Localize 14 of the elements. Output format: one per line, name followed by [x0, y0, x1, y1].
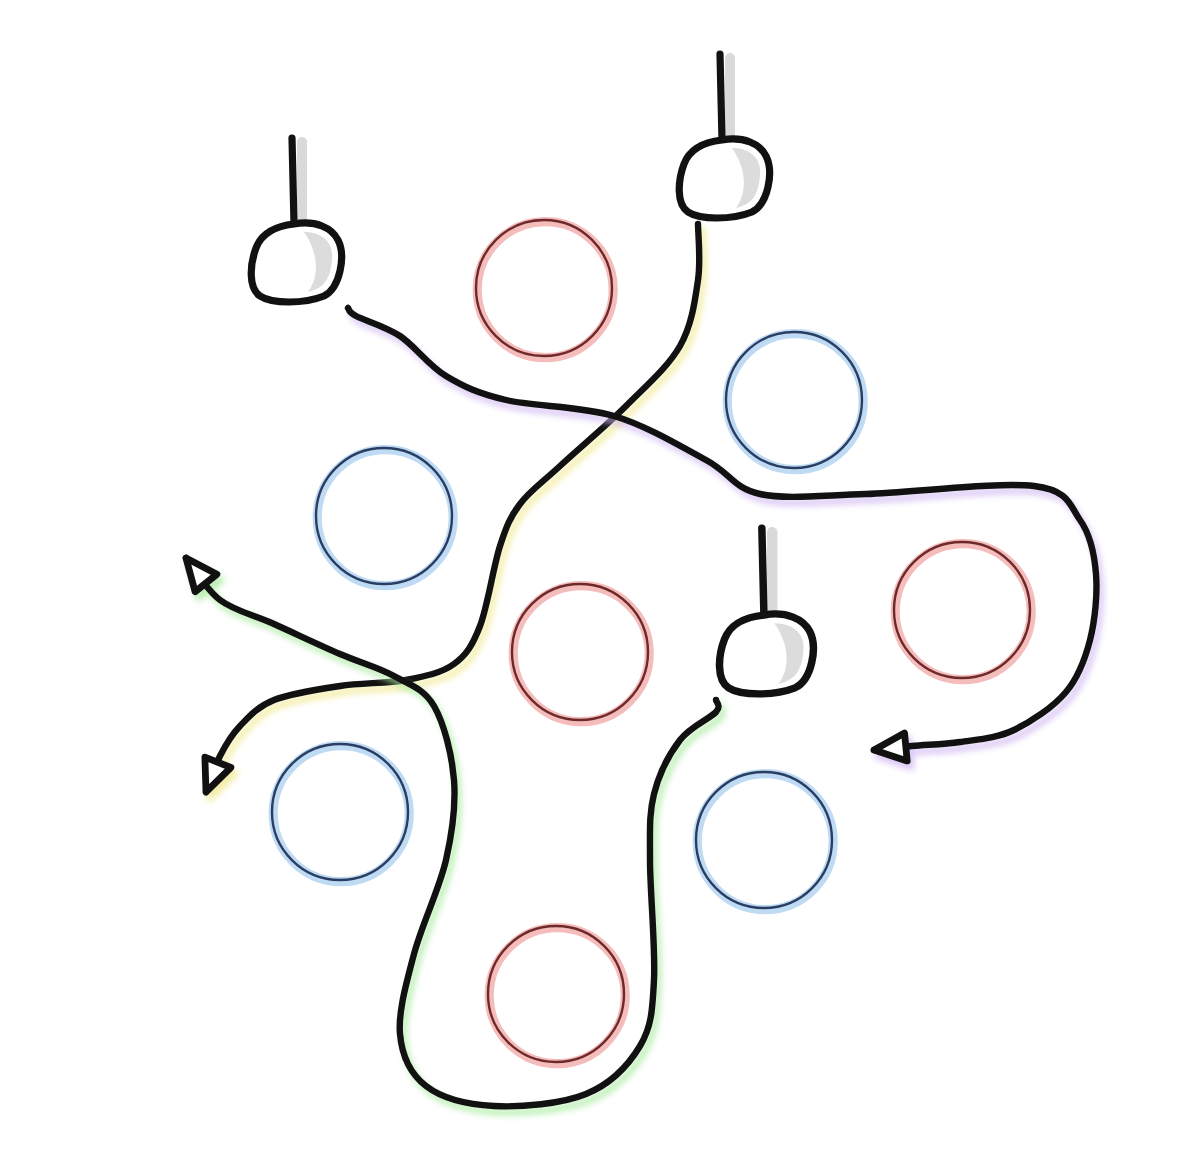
circle-outline — [722, 328, 868, 474]
curved-arrow — [182, 554, 722, 1110]
circle-outline — [890, 538, 1036, 684]
circle-outline — [484, 922, 630, 1068]
circle-outline — [692, 768, 838, 914]
circle-outline — [508, 580, 654, 726]
pin-icon — [672, 48, 776, 224]
circle-outline — [472, 216, 618, 362]
curved-arrow — [200, 220, 703, 796]
curved-arrow — [344, 304, 1100, 765]
pin-icon — [244, 132, 348, 308]
circle-outline — [312, 444, 458, 590]
circle-outline — [268, 740, 414, 886]
pin-icon — [712, 522, 820, 700]
